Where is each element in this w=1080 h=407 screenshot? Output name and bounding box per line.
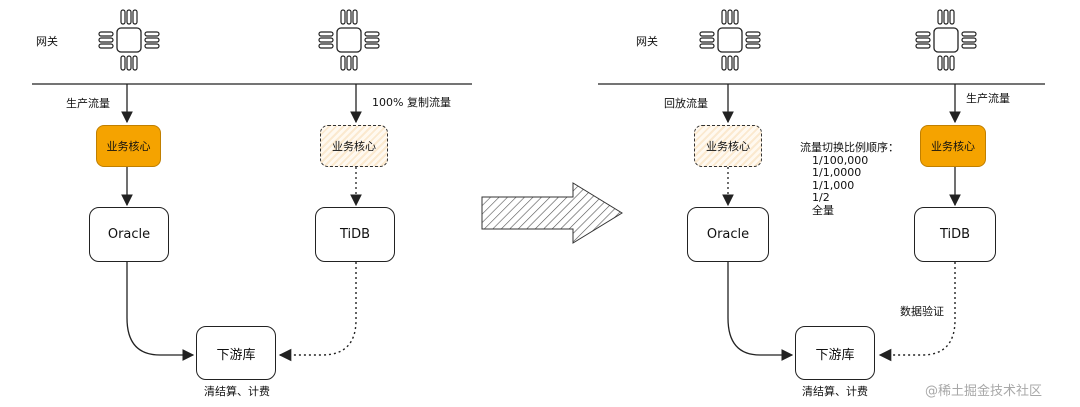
downstream-db-node: 下游库 <box>196 326 276 380</box>
switch-ratio-step: 1/2 <box>812 191 830 204</box>
gateway-label: 网关 <box>636 35 658 48</box>
gateway-chip-icon <box>98 9 160 71</box>
oracle-db-node: Oracle <box>89 207 169 262</box>
downstream-note: 清结算、计费 <box>204 385 270 398</box>
gateway-chip-icon <box>699 9 761 71</box>
switch-ratio-step: 1/1,000 <box>812 178 855 192</box>
switch-ratio-step: 1/100,000 <box>812 153 869 167</box>
business-core-standby: 业务核心 <box>694 125 762 167</box>
switch-ratio-step: 全量 <box>812 203 834 217</box>
switch-ratio-title: 流量切换比例顺序： <box>800 141 899 154</box>
data-verify-label: 数据验证 <box>900 305 944 318</box>
traffic-label-replicated: 100% 复制流量 <box>372 96 451 109</box>
oracle-db-node: Oracle <box>687 207 769 262</box>
switch-ratio-step: 1/1,0000 <box>812 166 862 179</box>
business-core-active: 业务核心 <box>96 125 161 167</box>
watermark: @稀土掘金技术社区 <box>925 384 1043 399</box>
arrow-oracle-to-downstream <box>126 262 195 361</box>
business-core-standby: 业务核心 <box>320 125 388 167</box>
gateway-label: 网关 <box>36 35 58 48</box>
gateway-chip-icon <box>318 9 380 71</box>
business-core-active: 业务核心 <box>920 125 986 167</box>
arrow-tidb-to-downstream-dotted <box>878 262 956 362</box>
tidb-db-node: TiDB <box>315 207 395 262</box>
traffic-label-production: 生产流量 <box>966 92 1010 105</box>
downstream-db-node: 下游库 <box>795 326 875 380</box>
traffic-label-replay: 回放流量 <box>664 97 708 110</box>
tidb-db-node: TiDB <box>914 207 996 262</box>
transition-arrow-icon <box>481 182 623 244</box>
traffic-label-production: 生产流量 <box>66 97 110 110</box>
arrow-tidb-to-downstream-dotted <box>278 262 357 362</box>
downstream-note: 清结算、计费 <box>802 385 868 398</box>
arrow-oracle-to-downstream <box>727 262 794 361</box>
switch-ratio-note: 流量切换比例顺序： 1/100,000 1/1,0000 1/1,000 1/2… <box>800 141 899 217</box>
gateway-chip-icon <box>915 9 977 71</box>
